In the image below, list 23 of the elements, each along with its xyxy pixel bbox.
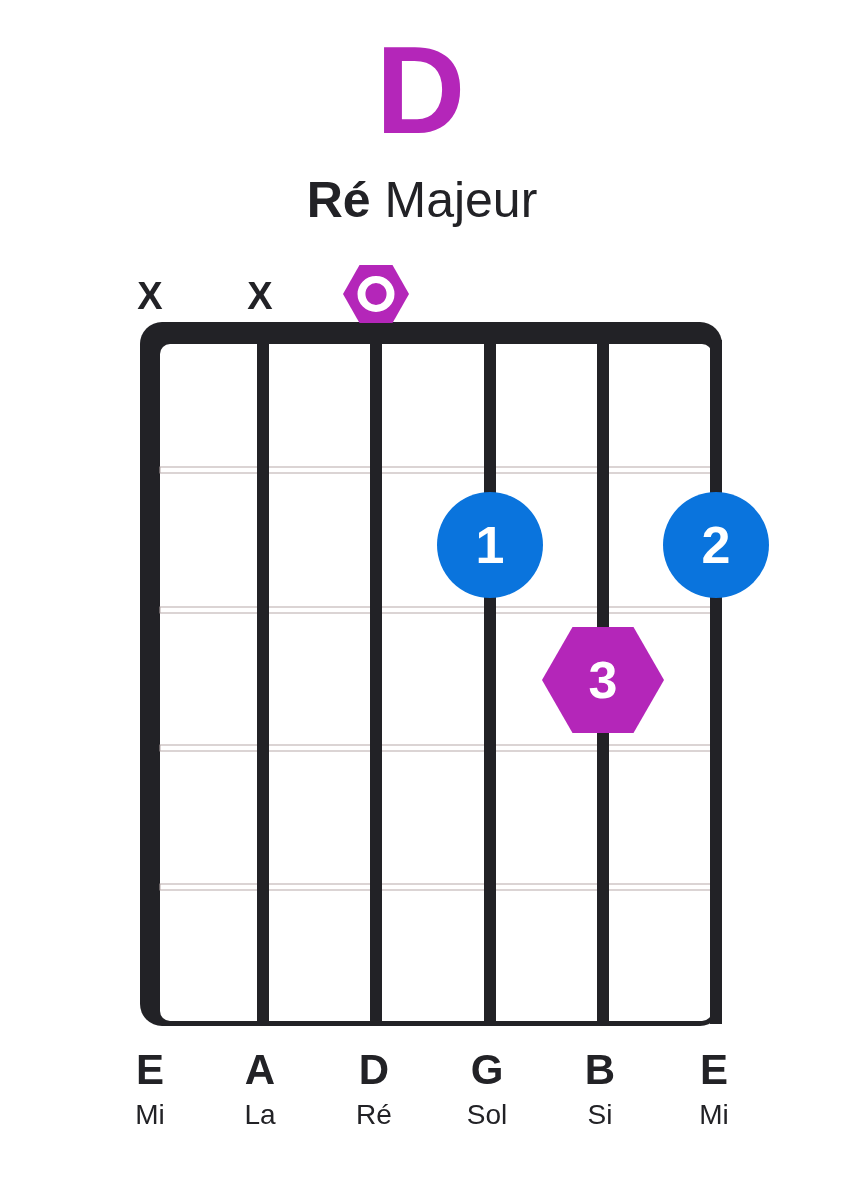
string-note-name: Sol: [466, 1101, 508, 1129]
string-note-name: La: [244, 1101, 276, 1129]
finger-number: 3: [588, 654, 618, 706]
open-string-marker: [343, 265, 409, 323]
string-note-name: Ré: [356, 1101, 392, 1129]
finger-dot: [437, 492, 543, 598]
finger-number: 2: [701, 519, 731, 571]
muted-string-mark: X: [137, 277, 163, 315]
string-note-name: Mi: [699, 1101, 729, 1129]
string-note-name: Si: [587, 1101, 613, 1129]
string-note: D: [358, 1049, 390, 1091]
string-note: G: [470, 1049, 504, 1091]
finger-dot: [663, 492, 769, 598]
string-note: E: [700, 1049, 728, 1091]
string-note: E: [136, 1049, 164, 1091]
finger-number: 1: [475, 519, 505, 571]
string-note: B: [584, 1049, 616, 1091]
finger-marker: [542, 627, 664, 733]
string-note: A: [244, 1049, 276, 1091]
muted-string-mark: X: [247, 277, 273, 315]
chord-name: Ré Majeur: [306, 175, 538, 225]
chord-title: D: [375, 28, 466, 152]
string-note-name: Mi: [135, 1101, 165, 1129]
